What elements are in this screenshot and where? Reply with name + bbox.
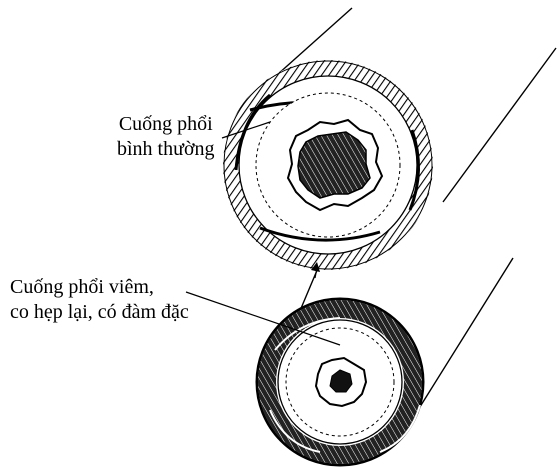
inflamed-bronchus-cross-section	[256, 298, 424, 466]
normal-label-line1: Cuống phổi	[117, 112, 215, 137]
normal-bronchus-label: Cuống phổi bình thường	[117, 112, 215, 162]
inflamed-label-line2: co hẹp lại, có đàm đặc	[10, 300, 189, 325]
inflamed-label-line1: Cuống phổi viêm,	[10, 275, 189, 300]
normal-bronchus-cross-section	[224, 61, 432, 269]
normal-label-line2: bình thường	[117, 137, 215, 162]
inflamed-bronchus-label: Cuống phổi viêm, co hẹp lại, có đàm đặc	[10, 275, 189, 325]
